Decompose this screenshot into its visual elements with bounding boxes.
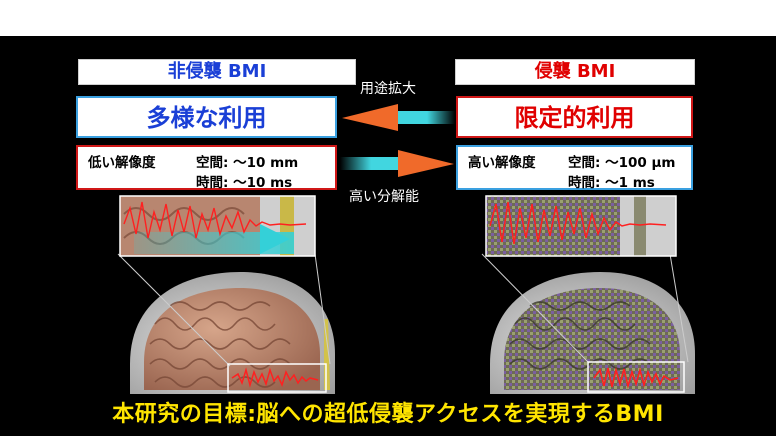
left-spec-box: 低い解像度 空間: ～10 mm 時間: ～10 ms [76, 145, 337, 191]
right-brain-illustration [481, 195, 695, 394]
left-resolution-label: 低い解像度 [88, 155, 156, 171]
slide: 非侵襲 BMI 侵襲 BMI 多様な利用 限定的利用 低い解像度 空間: ～10… [0, 36, 776, 436]
research-goal: 本研究の目標:脳への超低侵襲アクセスを実現するBMI [112, 402, 664, 427]
left-header: 非侵襲 BMI [78, 59, 356, 85]
right-spatial: 空間: ～100 μm [568, 155, 676, 171]
right-usage-box: 限定的利用 [456, 96, 693, 138]
right-pointing-arrow [340, 150, 454, 177]
right-spec-box: 高い解像度 空間: ～100 μm 時間: ～1 ms [456, 145, 693, 191]
right-header: 侵襲 BMI [455, 59, 695, 85]
right-temporal: 時間: ～1 ms [568, 175, 655, 191]
top-arrow-label: 用途拡大 [360, 81, 416, 97]
left-pointing-arrow [342, 104, 455, 131]
left-spatial: 空間: ～10 mm [196, 155, 299, 171]
bottom-arrow-label: 高い分解能 [349, 189, 419, 205]
left-brain-illustration [117, 195, 335, 394]
left-temporal: 時間: ～10 ms [196, 175, 293, 191]
left-usage-box: 多様な利用 [76, 96, 337, 138]
right-resolution-label: 高い解像度 [468, 155, 536, 171]
